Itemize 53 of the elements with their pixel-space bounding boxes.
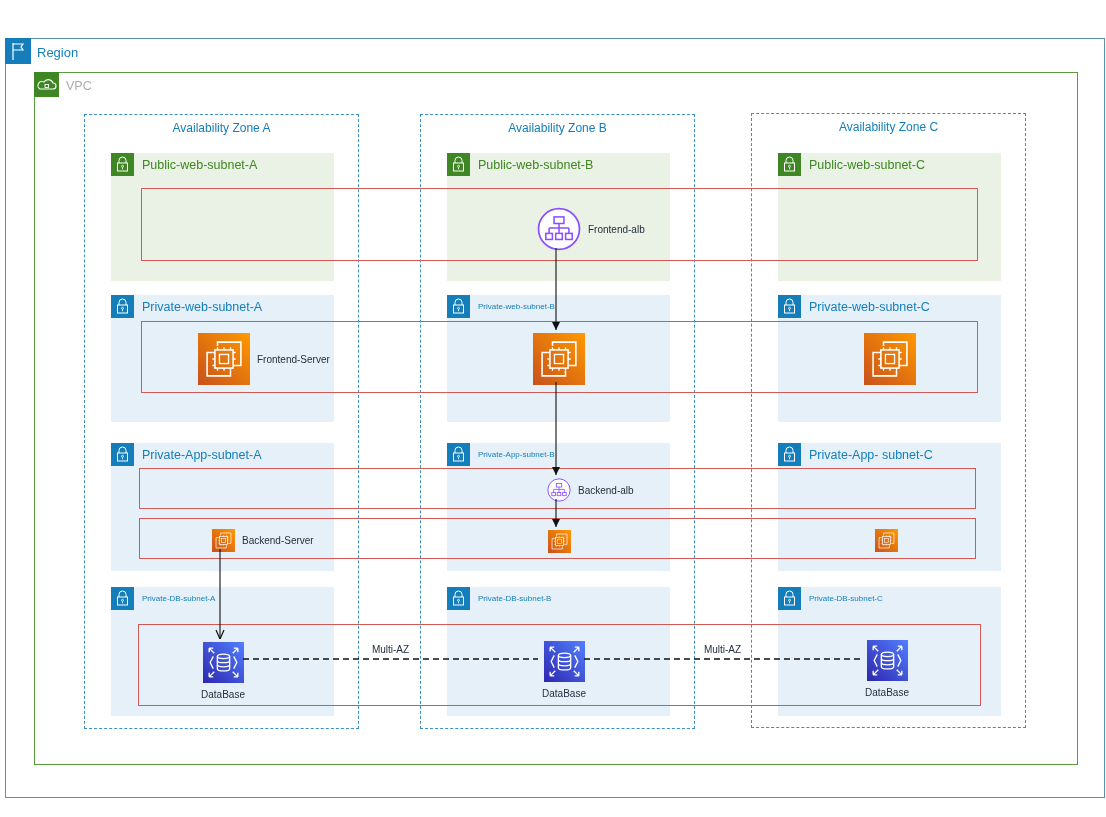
subnet-panel — [111, 443, 334, 571]
subnet-label: Private-web-subnet-C — [809, 300, 930, 314]
server-icon — [533, 333, 585, 385]
subnet-panel — [778, 587, 1001, 716]
subnet-panel — [111, 153, 334, 281]
connector-line — [583, 658, 862, 660]
subnet-label: Private-web-subnet-B — [478, 302, 555, 311]
availability-zone-boundary — [84, 114, 359, 729]
zone-label: Availability Zone B — [508, 121, 607, 135]
subnet-panel — [778, 295, 1001, 422]
server-icon — [875, 529, 898, 552]
node-label: Frontend-Server — [257, 353, 330, 365]
node-label: Frontend-alb — [588, 223, 645, 235]
subnet-label: Public-web-subnet-C — [809, 158, 926, 172]
subnet-label: Private-DB-subnet-C — [809, 594, 883, 603]
edge-label: Multi-AZ — [703, 644, 742, 655]
service-node — [547, 478, 631, 502]
subnet-panel — [447, 587, 670, 716]
arrow — [552, 381, 560, 476]
node-label: Backend-Server — [242, 535, 314, 546]
node-label: Backend-alb — [578, 484, 634, 496]
database-label: DataBase — [542, 688, 586, 699]
subnet-panel — [447, 443, 670, 571]
connector-line — [242, 658, 539, 660]
subnet-label: Private-App-subnet-B — [478, 450, 555, 459]
subnet-label: Public-web-subnet-B — [478, 158, 594, 172]
zone-label: Availability Zone C — [838, 120, 939, 134]
subnet-panel — [111, 587, 334, 716]
region-label: Region — [37, 45, 79, 60]
arrow — [552, 247, 560, 331]
subnet-label: Private-DB-subnet-B — [478, 594, 552, 603]
database-label: DataBase — [201, 689, 245, 700]
availability-zone-boundary — [420, 114, 695, 729]
zone-label: Availability Zone A — [172, 121, 271, 135]
subnet-panel — [447, 153, 670, 281]
arrow — [215, 548, 225, 640]
edge-label: Multi-AZ — [371, 644, 410, 655]
database-label: DataBase — [865, 687, 909, 698]
arrow — [552, 498, 560, 528]
subnet-label: Private-web-subnet-A — [142, 300, 263, 314]
server-icon — [864, 333, 916, 385]
subnet-panel — [778, 153, 1001, 281]
subnet-label: Private-App-subnet-A — [142, 448, 262, 462]
subnet-label: Public-web-subnet-A — [142, 158, 258, 172]
subnet-panel — [447, 295, 670, 422]
subnet-label: Private-App- subnet-C — [809, 448, 933, 462]
subnet-panel — [111, 295, 334, 422]
service-node — [198, 333, 330, 385]
vpc-label: VPC — [66, 79, 92, 93]
subnet-label: Private-DB-subnet-A — [142, 594, 216, 603]
availability-zone-boundary — [751, 113, 1026, 728]
subnet-panel — [778, 443, 1001, 571]
server-icon — [548, 530, 571, 553]
